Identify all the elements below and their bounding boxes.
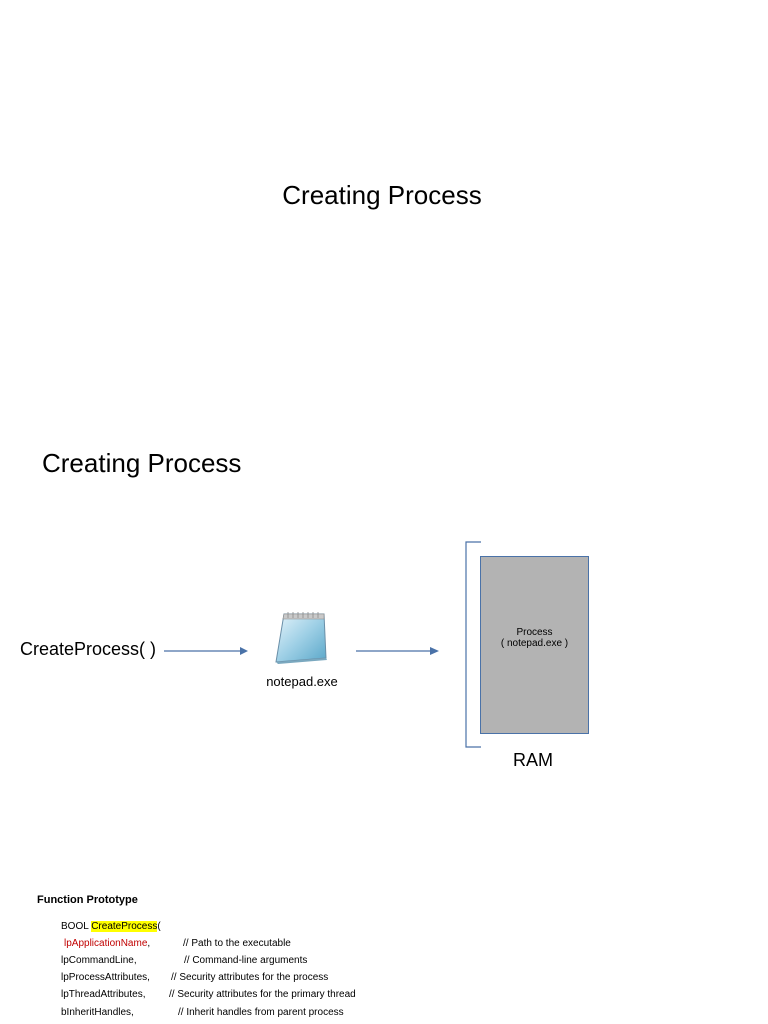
process-label: Process ( notepad.exe )	[481, 627, 588, 649]
code-comment: // Path to the executable	[183, 938, 291, 949]
slide-title: Creating Process	[282, 180, 482, 210]
param-comma: ,	[147, 972, 150, 983]
code-comment: // Security attributes for the process	[171, 972, 329, 983]
function-name-highlight: CreateProcess	[91, 921, 158, 932]
code-line-param: lpApplicationName,	[64, 938, 150, 949]
file-caption: notepad.exe	[266, 674, 338, 689]
code-line-signature: BOOL CreateProcess(	[61, 921, 161, 932]
prototype-heading: Function Prototype	[37, 894, 138, 906]
param-name: lpProcessAttributes	[61, 972, 148, 983]
process-box: Process ( notepad.exe )	[480, 556, 589, 734]
bool-keyword: BOOL	[61, 921, 92, 932]
param-name: lpApplicationName	[64, 938, 148, 949]
arrow-to-ram	[356, 647, 439, 655]
open-paren: (	[157, 921, 161, 932]
param-comma: ,	[133, 955, 137, 966]
param-name: bInheritHandles	[61, 1007, 132, 1018]
ram-label: RAM	[513, 750, 553, 770]
code-comment: // Security attributes for the primary t…	[169, 989, 356, 1000]
ram-bracket	[465, 541, 481, 748]
process-label-line1: Process	[516, 627, 553, 638]
code-comment: // Inherit handles from parent process	[178, 1007, 344, 1018]
code-line-param: bInheritHandles,	[61, 1007, 134, 1018]
function-call-label: CreateProcess( )	[20, 639, 157, 659]
param-comma: ,	[131, 1007, 134, 1018]
notepad-icon	[275, 612, 327, 664]
param-comma: ,	[142, 989, 146, 1000]
arrow-to-file	[164, 647, 248, 655]
param-name: lpCommandLine	[61, 955, 134, 966]
code-line-param: lpProcessAttributes,	[61, 972, 150, 983]
diagram-title: Creating Process	[42, 448, 242, 478]
param-comma: ,	[147, 938, 151, 949]
code-line-param: lpCommandLine,	[61, 955, 137, 966]
param-name: lpThreadAttributes	[61, 989, 143, 1000]
process-label-line2: ( notepad.exe )	[500, 638, 569, 649]
code-line-param: lpThreadAttributes,	[61, 989, 146, 1000]
code-comment: // Command-line arguments	[184, 955, 308, 966]
